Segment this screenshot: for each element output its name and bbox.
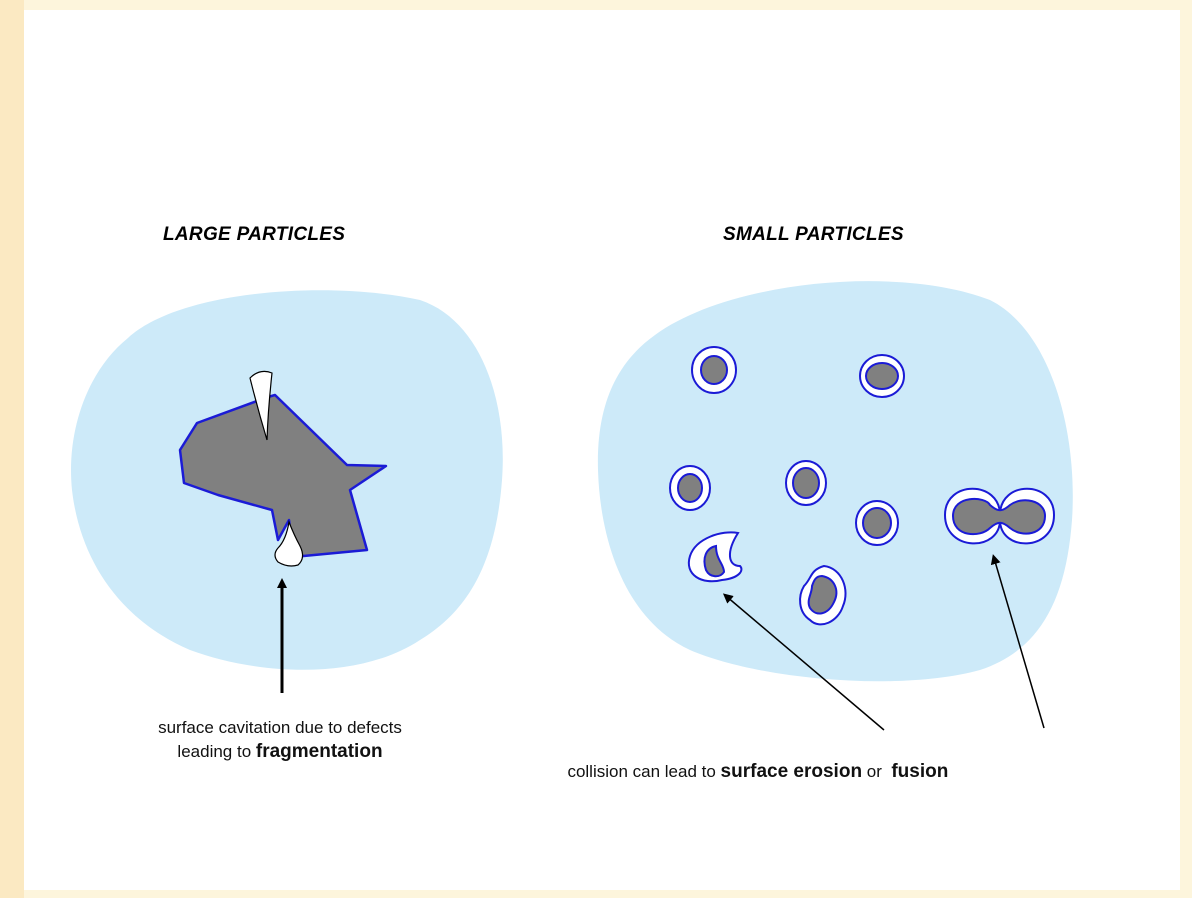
small-particle-medium: [598, 281, 1073, 681]
caption-line-2: leading to fragmentation: [100, 740, 460, 764]
small-particle: [856, 501, 898, 545]
fragmentation-caption: surface cavitation due to defects leadin…: [100, 716, 460, 764]
large-particles-heading: LARGE PARTICLES: [163, 224, 345, 246]
fusion-term: fusion: [891, 761, 948, 782]
surface-erosion-term: surface erosion: [721, 761, 863, 782]
fragmentation-term: fragmentation: [256, 741, 383, 762]
small-particles-heading: SMALL PARTICLES: [723, 224, 904, 246]
small-particle: [670, 466, 710, 510]
collision-caption: collision can lead to surface erosion or…: [558, 736, 948, 784]
caption-line-2-prefix: leading to: [177, 742, 255, 761]
caption-line-1: surface cavitation due to defects: [100, 716, 460, 740]
small-particle: [860, 355, 904, 397]
collision-caption-mid: or: [862, 762, 891, 781]
small-particle: [692, 347, 736, 393]
small-particle: [786, 461, 826, 505]
collision-caption-prefix: collision can lead to: [567, 762, 720, 781]
